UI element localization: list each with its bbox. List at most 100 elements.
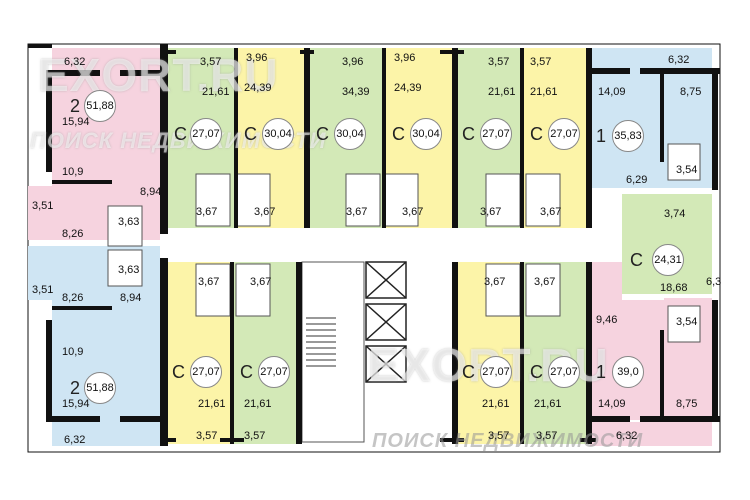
right-top-bath-area: 3,54 [676,164,698,176]
right-bottom-type: 1 [596,362,607,382]
right-bottom-kitchen-area: 8,75 [676,398,698,410]
bottom-3-type: C [462,362,475,382]
right-mid-type: C [630,250,643,270]
right-mid-room-area: 18,68 [660,282,688,294]
left-bottom-area-badge: 51,88 [84,372,116,404]
top-3-area-badge: 30,04 [334,118,366,150]
top-3-balcony: 3,96 [342,56,364,68]
top-1-area-badge: 27,07 [190,118,222,150]
top-5-bath: 3,67 [480,206,502,218]
right-top-hall-area: 6,29 [626,174,648,186]
watermark-brand-top: EXORT.RU [38,49,279,101]
bottom-4-area-badge: 27,07 [548,356,580,388]
left-bottom-loggia-area: 3,51 [32,284,54,296]
top-2-area-badge: 30,04 [262,118,294,150]
bottom-3-bath: 3,67 [484,276,506,288]
stairwell [301,261,365,443]
left-top-area-badge: 51,88 [84,90,116,122]
left-top-balcony-area: 6,32 [64,56,86,68]
bottom-1-bath: 3,67 [198,276,220,288]
left-bathrooms [107,205,143,287]
top-3-room: 34,39 [342,86,370,98]
bottom-4-room: 21,61 [534,398,562,410]
left-bottom-room-b [52,306,160,362]
bottom-bathrooms [195,263,561,317]
top-4-balcony: 3,96 [394,52,416,64]
bottom-1-balcony: 3,57 [196,430,218,442]
bottom-2-room: 21,61 [244,398,272,410]
right-top-area-badge: 35,83 [612,120,644,152]
top-3-bath: 3,67 [346,206,368,218]
right-mid-balcony-area: 6,3 [706,276,722,288]
left-top-room-a-area: 15,94 [62,116,90,128]
left-bottom-balcony-area: 6,32 [64,434,86,446]
top-1-type: C [174,124,187,144]
right-bottom-area-badge: 39,0 [612,356,644,388]
left-top-room-b [52,134,160,184]
right-bottom-bath-area: 3,54 [676,316,698,328]
top-6-type: C [530,124,543,144]
right-bathrooms [667,143,701,343]
top-2-bath: 3,67 [254,206,276,218]
right-top-kitchen-area: 8,75 [680,86,702,98]
elevator-shafts [365,261,407,383]
right-bottom-hall-area: 9,46 [596,314,618,326]
top-5-balcony: 3,57 [488,56,510,68]
bottom-1-room: 21,61 [198,398,226,410]
bottom-2-type: C [240,362,253,382]
bottom-3-area-badge: 27,07 [480,356,512,388]
bottom-3-room: 21,61 [482,398,510,410]
left-bottom-room-b-area: 10,9 [62,346,84,358]
watermark-tagline-bottom: ПОИСК НЕДВИЖИМОСТИ [372,430,644,452]
top-4-type: C [392,124,405,144]
left-bottom-bath-area: 3,63 [118,264,140,276]
right-top-balcony [590,48,712,70]
top-6-room: 21,61 [530,86,558,98]
top-1-balcony: 3,57 [200,56,222,68]
left-top-kitchen-area: 8,26 [62,228,84,240]
left-bottom-hall-area: 8,94 [120,292,142,304]
walls [28,44,720,446]
bottom-2-area-badge: 27,07 [258,356,290,388]
left-top-hall-area: 8,94 [140,186,162,198]
left-top-room-b-area: 10,9 [62,166,84,178]
stair-treads [306,317,336,367]
left-top-balcony [52,48,160,72]
left-bottom-loggia [28,246,52,300]
left-top-loggia-area: 3,51 [32,200,54,212]
bottom-1-area-badge: 27,07 [190,356,222,388]
right-bottom-balcony [590,422,712,446]
top-4-room: 24,39 [394,82,422,94]
bottom-2-balcony: 3,57 [244,430,266,442]
left-bottom-room-a-area: 15,94 [62,398,90,410]
top-2-type: C [244,124,257,144]
top-5-room: 21,61 [488,86,516,98]
bottom-4-balcony: 3,57 [536,430,558,442]
right-top-type: 1 [596,126,607,146]
right-top-balcony-area: 6,32 [668,54,690,66]
top-2-balcony: 3,96 [246,52,268,64]
top-3-type: C [316,124,329,144]
left-top-loggia [28,186,52,240]
bottom-3-balcony: 3,57 [488,430,510,442]
right-bottom-room-area: 14,09 [598,398,626,410]
bottom-1-type: C [172,362,185,382]
top-5-type: C [462,124,475,144]
top-1-bath: 3,67 [196,206,218,218]
top-6-area-badge: 27,07 [548,118,580,150]
top-6-bath: 3,67 [540,206,562,218]
top-1-room: 21,61 [202,86,230,98]
left-top-type: 2 [70,96,81,116]
top-4-bath: 3,67 [402,206,424,218]
right-mid-area-badge: 24,31 [652,244,684,276]
top-6-balcony: 3,57 [530,56,552,68]
left-top-bath-area: 3,63 [118,216,140,228]
bottom-4-bath: 3,67 [534,276,556,288]
right-top-room-area: 14,09 [598,86,626,98]
right-mid-bath-area: 3,74 [664,208,686,220]
left-bottom-balcony [52,422,160,446]
left-bottom-type: 2 [70,378,81,398]
bottom-2-bath: 3,67 [250,276,272,288]
top-bathrooms [195,173,561,227]
